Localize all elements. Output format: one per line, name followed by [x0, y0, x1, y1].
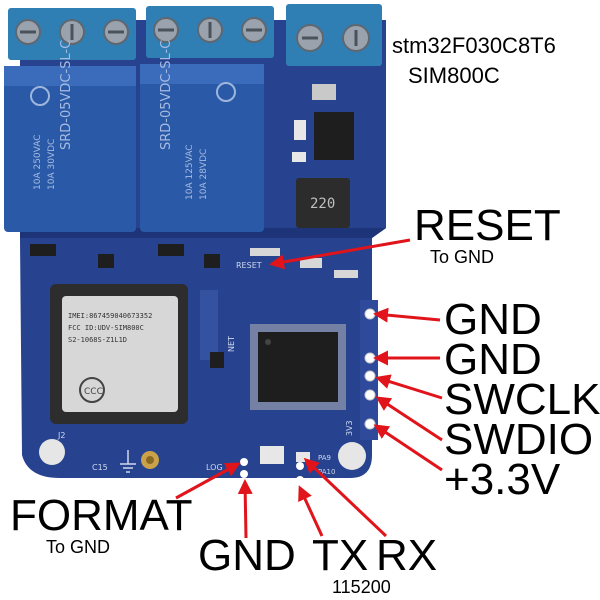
callout-rx: RX [376, 531, 438, 580]
callout-reset: RESET [414, 201, 561, 250]
inductor: 220 [296, 178, 350, 228]
pin-swdio [364, 389, 376, 401]
arrow-gnd-bottom [237, 479, 253, 539]
pin-3v3 [364, 418, 376, 430]
smd-row-1 [250, 248, 280, 256]
transistor-q2 [204, 254, 220, 268]
callout-format-sub: To GND [46, 537, 111, 557]
mount-hole-left [39, 439, 65, 465]
svg-text:CCC: CCC [84, 387, 103, 397]
module-code: S2-1068S-Z1L1D [68, 336, 127, 344]
module-fcc: FCC ID:UDV-SIM800C [68, 324, 144, 332]
relay-left-rating-c: 10A 30VDC [47, 139, 57, 190]
relay-right: SRD-05VDC-SL-C 10A 125VAC 10A 28VDC [140, 40, 264, 232]
silk-3v3: 3V3 [345, 420, 354, 436]
arrow-3v3 [373, 424, 443, 472]
smd-row-3 [334, 270, 358, 278]
silk-pa9: PA9 [318, 454, 331, 462]
sim800c-module: IMEI:867459040673352 FCC ID:UDV-SIM800C … [50, 284, 188, 424]
pin-rx [296, 476, 304, 484]
ground-symbol [120, 450, 136, 473]
callout-3v3: +3.3V [444, 455, 561, 504]
callout-tx: TX [312, 531, 369, 580]
relay-left: SRD-05VDC-SL-C 10A 250VAC 10A 30VDC [4, 40, 136, 232]
arrow-tx [298, 485, 324, 537]
smd-column [200, 290, 218, 360]
diode-d1 [30, 244, 56, 256]
jumper-pads-2 [296, 452, 310, 462]
silk-reset: RESET [236, 261, 262, 270]
callout-reset-sub: To GND [430, 247, 495, 267]
terminal-block-right [286, 4, 382, 66]
relay-right-print: SRD-05VDC-SL-C [159, 40, 174, 150]
smd-component-2 [292, 152, 306, 162]
inductor-value: 220 [310, 196, 335, 212]
transistor-q1 [98, 254, 114, 268]
silk-pa10: PA10 [318, 468, 335, 476]
smd-component-1 [294, 120, 306, 140]
silk-j2: J2 [57, 431, 65, 440]
modem-label: SIM800C [408, 63, 500, 88]
callout-format: FORMAT [10, 491, 193, 540]
callout-baud: 115200 [332, 577, 391, 597]
relay-left-rating-a: 10A 250VAC [33, 134, 43, 190]
header-strip [360, 300, 378, 440]
pin-gnd-2 [364, 352, 376, 364]
pin-gnd-bottom [240, 470, 248, 478]
diode-d2 [158, 244, 184, 256]
mount-hole-right [338, 442, 366, 470]
mcu-label: stm32F030C8T6 [392, 33, 556, 58]
jumper-pads-1 [260, 446, 284, 464]
silk-c15: C15 [92, 463, 108, 472]
arrow-swdio [375, 396, 443, 442]
pin-tx [296, 462, 304, 470]
terminal-block-left [8, 8, 136, 60]
relay-right-rating-b: 10A 125VAC [185, 144, 195, 200]
stm32-mcu [250, 324, 346, 410]
callout-gnd-2: GND [444, 335, 542, 384]
led-net [210, 352, 224, 368]
pin-swclk [364, 370, 376, 382]
callout-gnd-bottom: GND [198, 531, 296, 580]
arrow-reset [269, 238, 411, 270]
relay-right-rating-d: 10A 28VDC [199, 149, 209, 200]
pin-gnd-1 [364, 308, 376, 320]
arrow-gnd-1 [373, 307, 441, 323]
arrow-format [175, 462, 241, 500]
regulator-chip [314, 112, 354, 160]
module-imei: IMEI:867459040673352 [68, 312, 152, 320]
arrow-rx [303, 457, 388, 538]
smd-row-2 [300, 258, 322, 268]
silk-log: LOG [206, 463, 223, 472]
pin-format [240, 458, 248, 466]
callout-swclk: SWCLK [444, 375, 600, 424]
relay-left-print: SRD-05VDC-SL-C [59, 40, 74, 150]
antenna-connector [141, 451, 159, 469]
arrow-swclk [375, 374, 443, 400]
terminal-block-middle [146, 6, 274, 58]
callout-swdio: SWDIO [444, 415, 594, 464]
callout-gnd-1: GND [444, 295, 542, 344]
capacitor-top [312, 84, 336, 100]
silk-net: NET [227, 336, 236, 352]
